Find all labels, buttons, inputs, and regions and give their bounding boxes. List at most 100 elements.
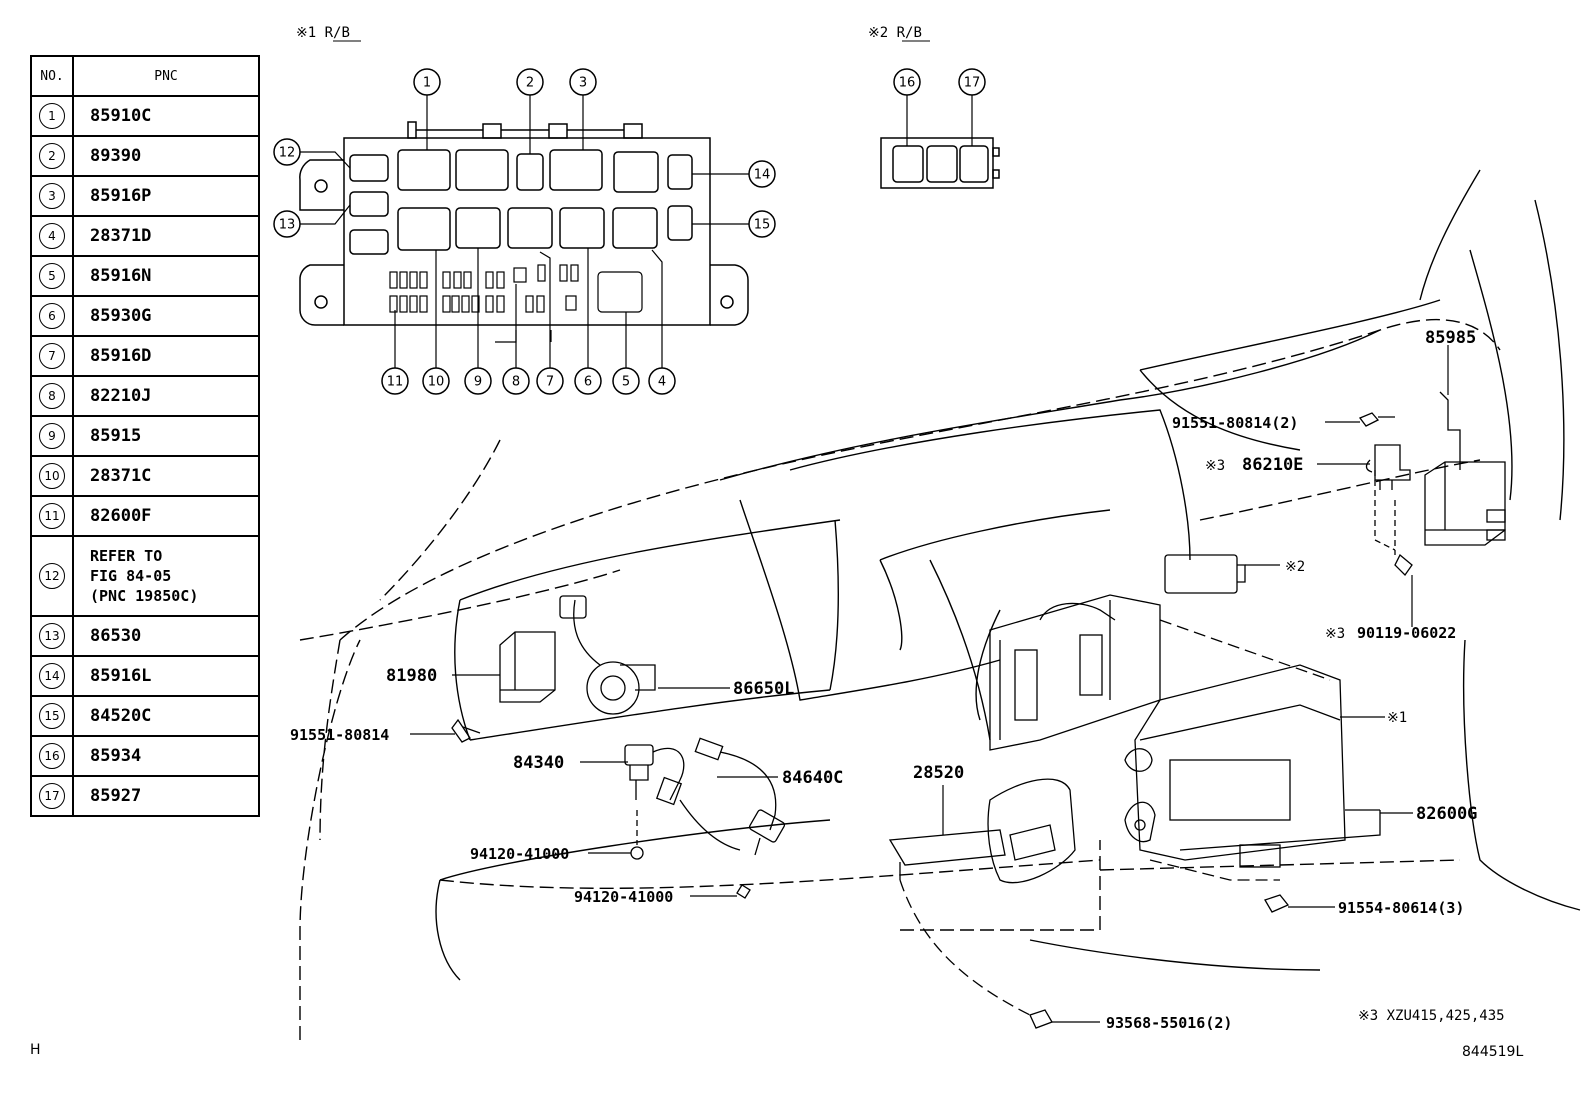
pnc-cell: 85916L (72, 655, 260, 697)
label-leaders (410, 345, 1449, 1023)
row-number-cell: 1 (30, 95, 74, 137)
callout-label: 4 (658, 375, 666, 390)
header-pnc: PNC (72, 55, 260, 97)
pnc-cell: 85927 (72, 775, 260, 817)
header-no: NO. (30, 55, 74, 97)
rb1-heading: ※1 R/B (296, 25, 350, 41)
callout-circle (748, 210, 776, 238)
callout-label: 17 (964, 76, 981, 91)
callout-circle (574, 367, 602, 395)
row-number-cell: 17 (30, 775, 74, 817)
callout-label: 2 (526, 76, 534, 91)
dashboard-outline (299, 169, 1581, 1040)
callout-number: 9 (464, 367, 492, 395)
callout-number: 4 (648, 367, 676, 395)
row-number-callout: 1 (39, 103, 65, 129)
applicability-note: ※3 XZU415,425,435 (1358, 1008, 1505, 1024)
figure-number: 844519L (1462, 1044, 1523, 1060)
row-number-cell: 6 (30, 295, 74, 337)
row-number-cell: 3 (30, 175, 74, 217)
pnc-cell: 84520C (72, 695, 260, 737)
pnc-cell: 86530 (72, 615, 260, 657)
row-number-callout: 3 (39, 183, 65, 209)
pnc-cell: 82600F (72, 495, 260, 537)
pnc-cell: 28371D (72, 215, 260, 257)
callout-number: 2 (516, 68, 544, 96)
row-number-callout: 4 (39, 223, 65, 249)
relay-block-2-drawing (880, 95, 1000, 189)
row-number-callout: 5 (39, 263, 65, 289)
table-row: 17 85927 (30, 775, 260, 817)
callout-circle (748, 160, 776, 188)
callout-number: 11 (381, 367, 409, 395)
row-number-cell: 15 (30, 695, 74, 737)
callout-number: 8 (502, 367, 530, 395)
row-number-callout: 14 (39, 663, 65, 689)
component-drawings (451, 391, 1506, 1029)
label-91551-80814-2: 91551-80814(2) (1172, 414, 1298, 432)
callout-label: 1 (423, 76, 431, 91)
label-82600g: 82600G (1416, 804, 1477, 824)
row-number-callout: 6 (39, 303, 65, 329)
row-number-callout: 10 (39, 463, 65, 489)
label-93568-55016-2: 93568-55016(2) (1106, 1014, 1232, 1032)
callout-number: 1 (413, 68, 441, 96)
label-28520: 28520 (913, 763, 964, 783)
row-number-callout: 8 (39, 383, 65, 409)
row-number-cell: 4 (30, 215, 74, 257)
callout-number: 14 (748, 160, 776, 188)
label-84640c: 84640C (782, 768, 843, 788)
label-86210e: 86210E (1242, 455, 1303, 475)
pnc-cell: 85916P (72, 175, 260, 217)
callout-circle (569, 68, 597, 96)
table-row: 15 84520C (30, 695, 260, 737)
row-number-callout: 2 (39, 143, 65, 169)
row-number-callout: 17 (39, 783, 65, 809)
label-90119-06022: 90119-06022 (1357, 624, 1456, 642)
table-row: 6 85930G (30, 295, 260, 337)
callout-circle (464, 367, 492, 395)
label-mark1: ※1 (1387, 710, 1407, 726)
callout-label: 13 (279, 218, 296, 233)
callout-label: 11 (387, 375, 404, 390)
callout-label: 8 (512, 375, 520, 390)
row-number-cell: 9 (30, 415, 74, 457)
pnc-cell: 85916N (72, 255, 260, 297)
corner-mark: H (30, 1042, 41, 1058)
callout-number: 3 (569, 68, 597, 96)
row-number-callout: 15 (39, 703, 65, 729)
row-number-cell: 11 (30, 495, 74, 537)
table-row: 4 28371D (30, 215, 260, 257)
label-mark3-a: ※3 (1205, 458, 1225, 474)
callout-circle (422, 367, 450, 395)
label-91551-80814: 91551-80814 (290, 726, 389, 744)
label-85985: 85985 (1425, 328, 1476, 348)
callout-label: 6 (584, 375, 592, 390)
pnc-cell: 85910C (72, 95, 260, 137)
pnc-cell: 85930G (72, 295, 260, 337)
row-number-cell: 14 (30, 655, 74, 697)
label-86650l: 86650L (733, 679, 794, 699)
callout-label: 3 (579, 76, 587, 91)
row-number-cell: 12 (30, 535, 74, 617)
callout-circle (413, 68, 441, 96)
callout-circle (958, 68, 986, 96)
rb2-heading: ※2 R/B (868, 25, 922, 41)
row-number-cell: 10 (30, 455, 74, 497)
callout-number: 10 (422, 367, 450, 395)
pnc-cell: 82210J (72, 375, 260, 417)
row-number-callout: 13 (39, 623, 65, 649)
row-number-cell: 5 (30, 255, 74, 297)
callout-number: 13 (273, 210, 301, 238)
callout-circle (516, 68, 544, 96)
callout-circle (536, 367, 564, 395)
callout-number: 7 (536, 367, 564, 395)
